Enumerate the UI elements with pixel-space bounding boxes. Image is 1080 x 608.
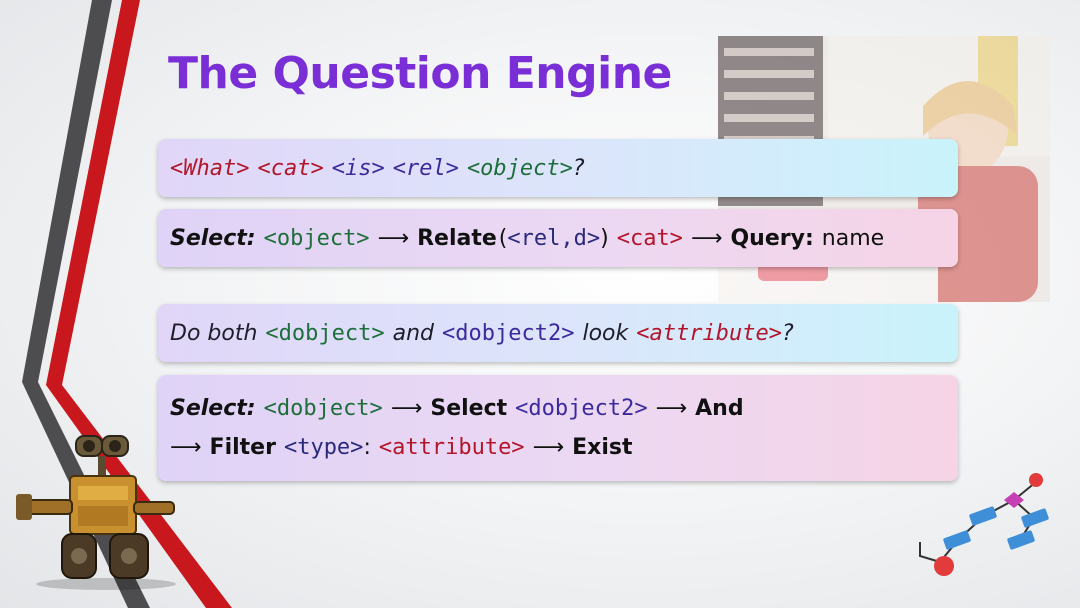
arrow: ⟶	[655, 396, 688, 421]
type-token: <type>	[283, 435, 364, 460]
question-mark: ?	[781, 320, 794, 346]
arrow: ⟶	[390, 396, 423, 421]
program-2-line-2: ⟶ Filter <type> : <attribute> ⟶ Exist	[170, 435, 640, 460]
dobject-token: <dobject>	[265, 320, 385, 346]
select-label: Select:	[170, 396, 256, 421]
attribute-token: <attribute>	[636, 320, 782, 346]
dobject-token: <dobject>	[263, 396, 383, 421]
rel-token: <rel>	[392, 155, 459, 181]
dobject2-token: <dobject2>	[515, 396, 648, 421]
colon: :	[363, 435, 371, 460]
arrow: ⟶	[377, 225, 410, 251]
relate-label: Relate	[417, 225, 497, 251]
paren-close: )	[600, 225, 609, 251]
query-label: Query:	[730, 225, 814, 251]
question-mark: ?	[572, 155, 585, 181]
arrow: ⟶	[170, 435, 202, 460]
dobject2-token: <dobject2>	[442, 320, 575, 346]
select-label: Select:	[170, 225, 256, 251]
cat-token: <cat>	[257, 155, 324, 181]
object-token: <object>	[263, 225, 370, 251]
name-value: name	[821, 225, 885, 251]
question-template-2: Do both <dobject> and <dobject2> look <a…	[158, 304, 958, 362]
slide-title: The Question Engine	[168, 48, 672, 99]
and-label: And	[695, 396, 744, 421]
do-both-text: Do both	[170, 320, 258, 346]
and-text: and	[392, 320, 434, 346]
wall-e-robot-icon	[16, 435, 176, 590]
attribute-token: <attribute>	[378, 435, 525, 460]
program-2: Select: <dobject> ⟶ Select <dobject2> ⟶ …	[158, 375, 958, 481]
object-token: <object>	[466, 155, 573, 181]
arrow: ⟶	[532, 435, 565, 460]
program-2-line-1: Select: <dobject> ⟶ Select <dobject2> ⟶ …	[170, 396, 752, 421]
what-token: <What>	[170, 155, 250, 181]
program-1: Select: <object> ⟶ Relate ( <rel,d> ) <c…	[158, 209, 958, 267]
is-token: <is>	[331, 155, 385, 181]
paren-open: (	[498, 225, 508, 251]
arrow: ⟶	[690, 225, 723, 251]
flowchart-icon	[919, 473, 1049, 576]
rel-d-token: <rel,d>	[507, 225, 601, 251]
exist-label: Exist	[572, 435, 633, 460]
select2-label: Select	[430, 396, 508, 421]
question-template-1: <What> <cat> <is> <rel> <object> ?	[158, 139, 958, 197]
filter-label: Filter	[209, 435, 276, 460]
look-text: look	[582, 320, 629, 346]
cat-token: <cat>	[616, 225, 683, 251]
